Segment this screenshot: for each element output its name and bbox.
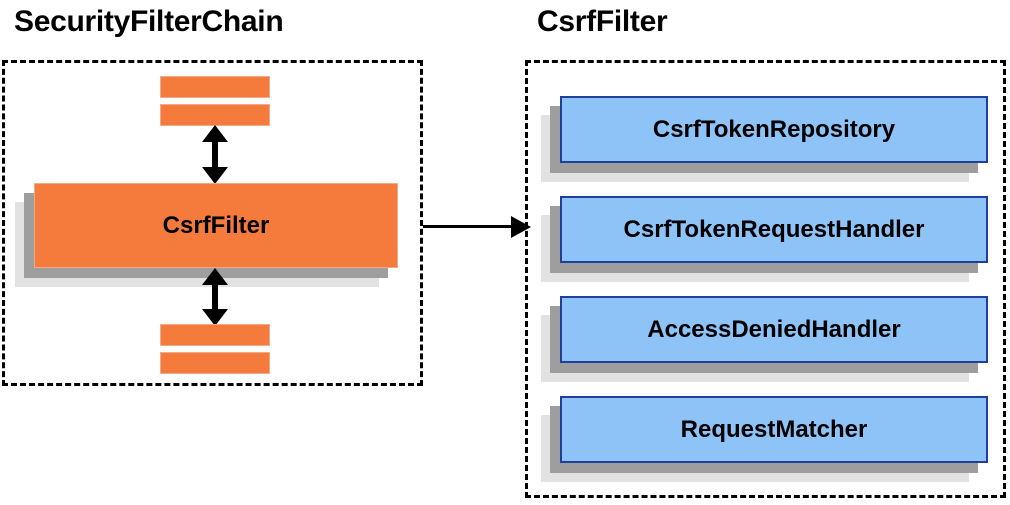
arrow-head-up-icon bbox=[202, 268, 228, 285]
csrf-filter-panel bbox=[525, 60, 1006, 498]
filter-bar-top-1 bbox=[160, 76, 270, 98]
arrow-up-down-icon-top bbox=[202, 125, 228, 184]
arrow-up-down-icon-bottom bbox=[202, 268, 228, 326]
arrow-shaft bbox=[212, 280, 218, 314]
component-box-csrf-token-repository[interactable]: CsrfTokenRepository bbox=[541, 96, 988, 182]
component-box-label: CsrfTokenRepository bbox=[560, 96, 988, 163]
csrf-filter-box[interactable]: CsrfFilter bbox=[15, 183, 398, 287]
security-filter-chain-panel bbox=[2, 60, 423, 386]
filter-bar-top-2 bbox=[160, 104, 270, 126]
component-box-csrf-token-request-handler[interactable]: CsrfTokenRequestHandler bbox=[541, 196, 988, 282]
arrow-shaft bbox=[212, 137, 218, 172]
component-box-label: CsrfTokenRequestHandler bbox=[560, 196, 988, 263]
connector-arrow-icon bbox=[423, 216, 531, 238]
filter-bar-bottom-2 bbox=[160, 352, 270, 374]
page-title-security-filter-chain: SecurityFilterChain bbox=[14, 5, 284, 38]
component-box-label: AccessDeniedHandler bbox=[560, 296, 988, 363]
csrf-filter-box-label: CsrfFilter bbox=[34, 183, 398, 268]
component-box-label: RequestMatcher bbox=[560, 396, 988, 463]
component-box-request-matcher[interactable]: RequestMatcher bbox=[541, 396, 988, 482]
filter-bar-bottom-1 bbox=[160, 324, 270, 346]
arrow-head-down-icon bbox=[202, 309, 228, 326]
arrow-head-up-icon bbox=[202, 125, 228, 142]
page-title-csrf-filter: CsrfFilter bbox=[537, 5, 668, 38]
arrow-head-down-icon bbox=[202, 167, 228, 184]
component-box-access-denied-handler[interactable]: AccessDeniedHandler bbox=[541, 296, 988, 382]
connector-shaft bbox=[423, 225, 513, 228]
